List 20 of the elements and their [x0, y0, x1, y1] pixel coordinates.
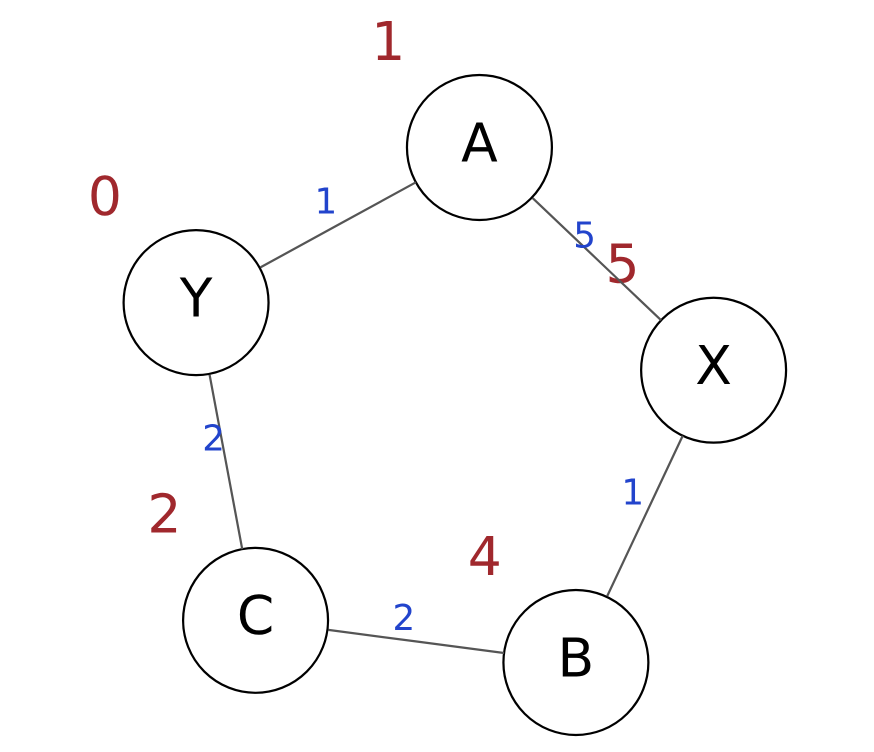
- connector: [260, 181, 416, 268]
- node-label: 0: [88, 164, 122, 228]
- edge-label: 1: [314, 181, 338, 222]
- node-label: 1: [371, 10, 406, 73]
- node-label: 5: [605, 232, 640, 296]
- edge-label: 2: [202, 418, 225, 460]
- node-circle: B: [502, 588, 650, 736]
- connector: [208, 374, 244, 550]
- connector: [532, 197, 662, 322]
- node-circle: C: [182, 546, 330, 694]
- node-circle: A: [406, 74, 554, 222]
- edge-label: 2: [392, 598, 416, 639]
- edge-label: 1: [621, 472, 644, 514]
- connector: [606, 435, 684, 597]
- node-circle: Y: [122, 229, 270, 376]
- node-circle: X: [640, 296, 788, 444]
- connector: [328, 628, 504, 654]
- edge-label: 5: [573, 216, 596, 257]
- node-label: 4: [468, 524, 502, 588]
- node-label: 2: [147, 482, 182, 546]
